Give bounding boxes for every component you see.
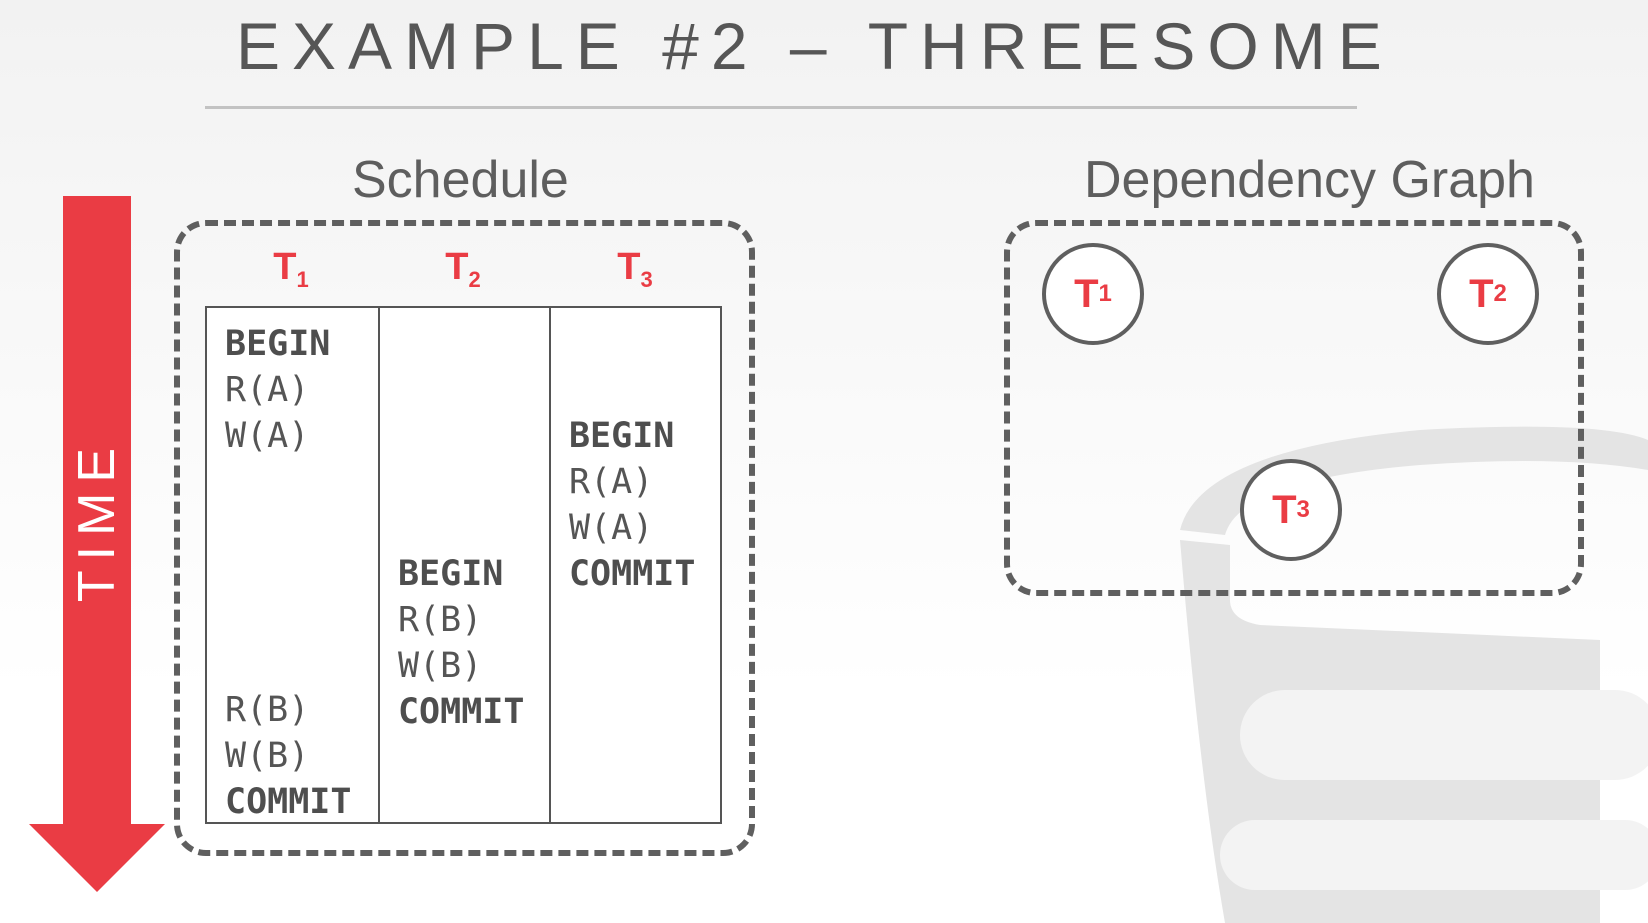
schedule-table: BEGIN R(A) W(A) R(B) W(B) COMMIT BEGIN R…: [205, 306, 722, 824]
operation: W(B): [225, 736, 310, 776]
schedule-label: Schedule: [352, 151, 569, 209]
title-divider: [205, 106, 1357, 109]
schedule-header-t1: T1: [273, 246, 309, 292]
operation: R(A): [225, 370, 310, 410]
time-arrow-shaft: [63, 196, 131, 828]
slide-title: EXAMPLE #2 – THREESOME: [236, 9, 1394, 83]
operation: COMMIT: [568, 554, 696, 594]
operation: R(B): [397, 600, 483, 640]
operation: BEGIN: [397, 554, 504, 594]
operation: W(A): [225, 416, 310, 456]
operation: R(B): [225, 690, 310, 730]
schedule-header-t3: T3: [617, 246, 653, 292]
dependency-graph-label: Dependency Graph: [1084, 151, 1535, 209]
operation: W(A): [568, 508, 654, 548]
schedule-container: [174, 220, 755, 856]
operation: BEGIN: [568, 416, 675, 456]
time-arrow-head: [29, 824, 165, 892]
dependency-graph-container: [1004, 220, 1584, 596]
schedule-column-t3: BEGIN R(A) W(A) COMMIT: [548, 308, 720, 822]
schedule-header-t2: T2: [445, 246, 481, 292]
time-label: TIME: [68, 437, 126, 603]
operation: BEGIN: [225, 324, 331, 364]
operation: COMMIT: [397, 692, 525, 732]
operation: W(B): [397, 646, 483, 686]
schedule-column-t2: BEGIN R(B) W(B) COMMIT: [377, 308, 549, 822]
schedule-column-t1: BEGIN R(A) W(A) R(B) W(B) COMMIT: [207, 308, 378, 822]
operation: COMMIT: [225, 782, 352, 822]
operation: R(A): [568, 462, 654, 502]
